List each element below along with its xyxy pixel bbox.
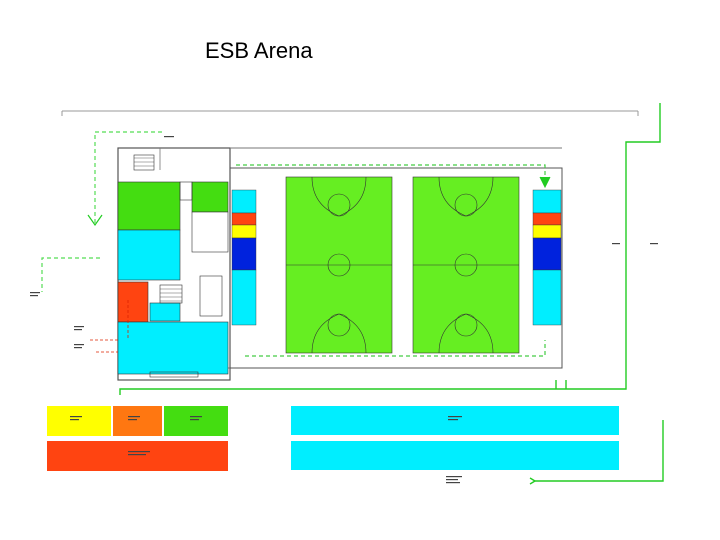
stand-left-cyan-bottom bbox=[231, 269, 257, 326]
legend-red bbox=[47, 441, 228, 471]
room-green-2 bbox=[191, 181, 229, 213]
stand-right-cyan-bottom bbox=[532, 269, 562, 326]
page-title: ESB Arena bbox=[205, 38, 313, 63]
room-cyan-1 bbox=[117, 229, 181, 281]
stair-1 bbox=[133, 154, 155, 171]
internal-route-bottom bbox=[245, 340, 546, 357]
legend-yellow bbox=[47, 406, 111, 436]
legend-orange bbox=[113, 406, 162, 436]
room-green-1 bbox=[117, 181, 181, 231]
room-white-1 bbox=[191, 211, 229, 253]
micro-labels bbox=[30, 136, 658, 484]
court-left bbox=[285, 176, 393, 354]
stair-2 bbox=[159, 284, 183, 304]
stand-left-yellow bbox=[231, 224, 257, 239]
legend-green bbox=[164, 406, 228, 436]
court-right bbox=[412, 176, 520, 354]
stand-left-cyan-top bbox=[231, 189, 257, 214]
room-orange-1 bbox=[117, 281, 149, 323]
stand-left-blue bbox=[231, 237, 257, 271]
legend-cyan-1 bbox=[291, 406, 619, 435]
stand-left-orange bbox=[231, 212, 257, 226]
stand-right-blue bbox=[532, 237, 562, 271]
room-cyan-3 bbox=[117, 321, 229, 375]
legend-cyan-2 bbox=[291, 441, 619, 470]
evacuation-route-bottom bbox=[535, 420, 664, 482]
stand-right-yellow bbox=[532, 224, 562, 239]
evacuation-route-left bbox=[94, 131, 162, 225]
stand-right-orange bbox=[532, 212, 562, 226]
room-cyan-2 bbox=[149, 302, 181, 322]
room-white-2 bbox=[199, 275, 223, 317]
stand-right-cyan-top bbox=[532, 189, 562, 214]
evacuation-route-right bbox=[119, 103, 661, 395]
